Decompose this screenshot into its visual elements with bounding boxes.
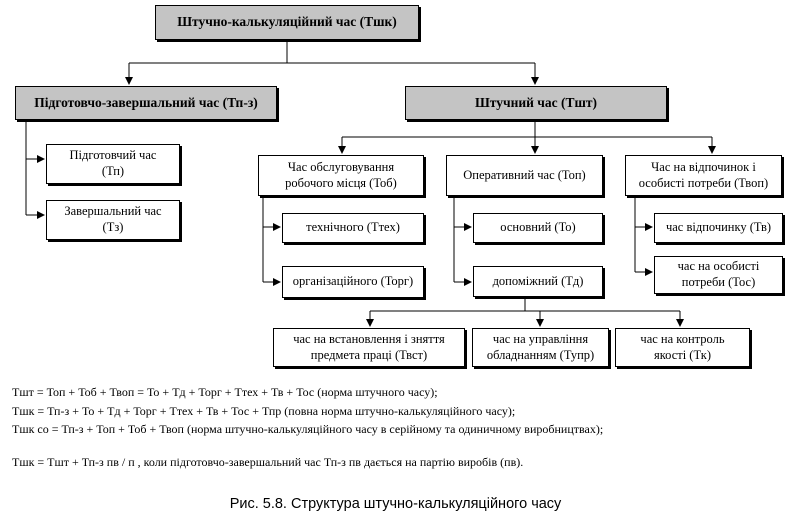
formula-full-norm: Тшк = Тп-з + То + Тд + Торг + Ттех + Тв …	[12, 404, 516, 418]
prep-final-box: Підготовчо-завершальний час (Тп-з)	[15, 86, 277, 120]
organizational-box: організаційного (Торг)	[282, 266, 424, 298]
formula-serial-norm: Тшк со = Тп-з + Топ + Тоб + Твоп (норма …	[12, 422, 604, 436]
quality-control-box: час на контроль якості (Тк)	[615, 328, 750, 367]
formula-batch-norm: Тшк = Тшт + Тп-з пв / п , коли підготовч…	[12, 455, 524, 469]
equipment-control-box: час на управління обладнанням (Тупр)	[472, 328, 609, 367]
technical-box: технічного (Ттех)	[282, 213, 424, 243]
rest-time-sub-box: час відпочинку (Тв)	[654, 213, 783, 243]
auxiliary-box: допоміжний (Тд)	[473, 266, 603, 297]
setup-time-box: час на встановлення і зняття предмета пр…	[273, 328, 465, 367]
personal-needs-box: час на особисті потреби (Тос)	[654, 256, 783, 294]
final-time-box: Завершальний час (Тз)	[46, 200, 180, 240]
rest-time-box: Час на відпочинок і особисті потреби (Тв…	[625, 155, 782, 196]
operative-time-box: Оперативний час (Топ)	[446, 155, 603, 196]
service-time-box: Час обслуговування робочого місця (Тоб)	[258, 155, 424, 196]
formula-piece-time: Тшт = Топ + Тоб + Твоп = То + Тд + Торг …	[12, 385, 438, 399]
piece-time-box: Штучний час (Тшт)	[405, 86, 667, 120]
figure-caption: Рис. 5.8. Структура штучно-калькуляційно…	[229, 496, 562, 512]
root-box: Штучно-калькуляційний час (Тшк)	[155, 5, 419, 40]
main-time-box: основний (То)	[473, 213, 603, 243]
prep-time-box: Підготовчий час (Тп)	[46, 144, 180, 184]
